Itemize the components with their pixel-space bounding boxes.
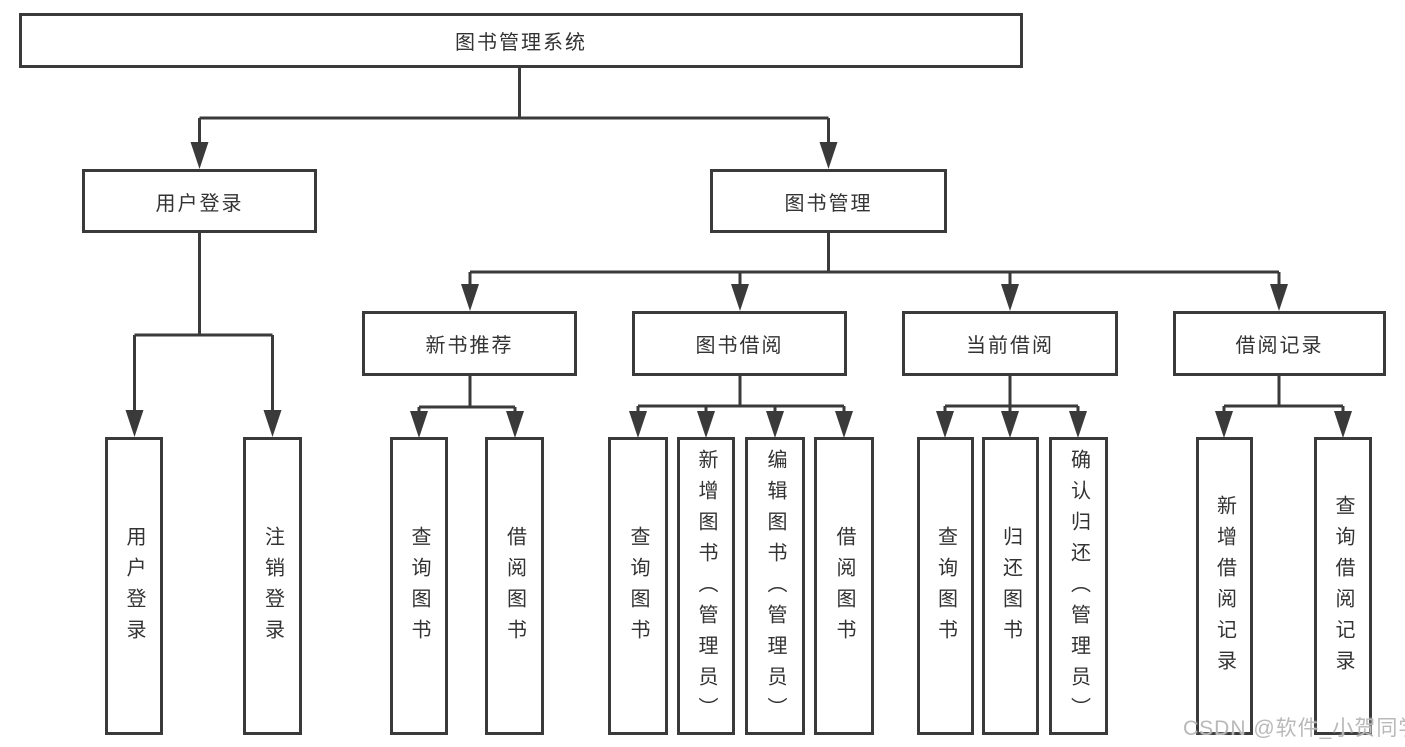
- node-leaf-add-books-admin: 新增图书（管理员）: [677, 437, 735, 735]
- node-leaf-confirm-return-admin: 确认归还（管理员）: [1049, 437, 1108, 735]
- node-leaf-query-books-3: 查询图书: [917, 437, 974, 735]
- node-leaf-logout: 注销登录: [243, 437, 302, 735]
- node-book-management: 图书管理: [710, 169, 947, 233]
- node-leaf-query-borrow-record: 查询借阅记录: [1314, 437, 1372, 735]
- node-leaf-query-books-1: 查询图书: [390, 437, 448, 735]
- node-new-book-recommend: 新书推荐: [362, 311, 577, 376]
- node-leaf-borrow-books-1: 借阅图书: [485, 437, 544, 735]
- node-leaf-add-borrow-record: 新增借阅记录: [1196, 437, 1253, 735]
- node-current-borrow: 当前借阅: [902, 311, 1118, 376]
- csdn-watermark: CSDN @软件_小贺同学: [1183, 717, 1405, 740]
- node-library-system: 图书管理系统: [19, 13, 1023, 68]
- node-leaf-query-books-2: 查询图书: [608, 437, 668, 735]
- node-book-borrow: 图书借阅: [632, 311, 847, 376]
- node-leaf-user-login: 用户登录: [105, 437, 163, 735]
- node-user-login: 用户登录: [82, 169, 317, 233]
- node-leaf-edit-books-admin: 编辑图书（管理员）: [745, 437, 805, 735]
- node-leaf-borrow-books-2: 借阅图书: [814, 437, 874, 735]
- node-leaf-return-books: 归还图书: [982, 437, 1039, 735]
- node-borrow-record: 借阅记录: [1173, 311, 1386, 376]
